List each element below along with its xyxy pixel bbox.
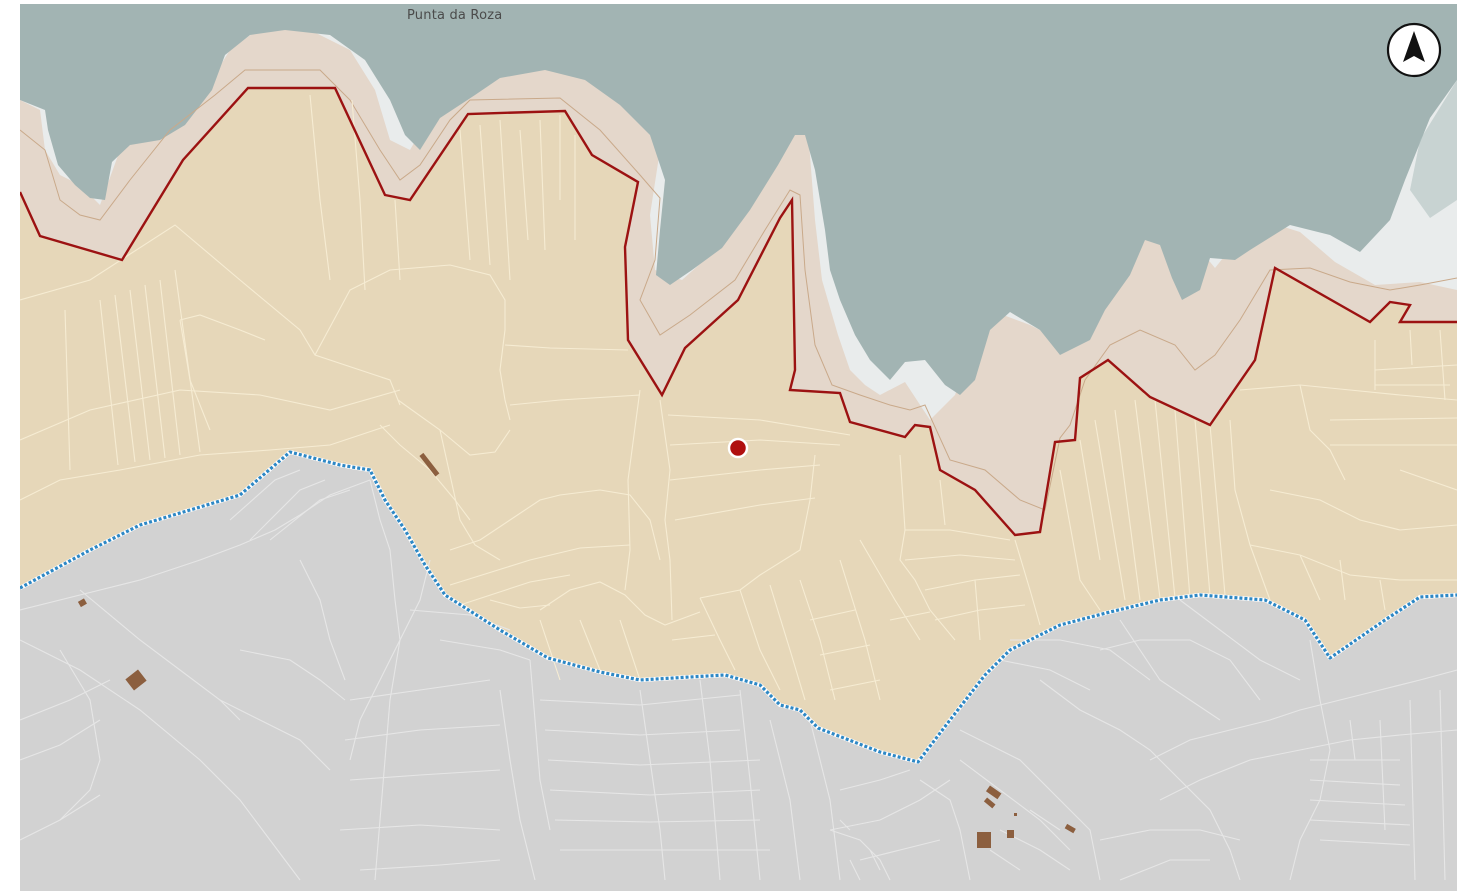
inland-parcel-lines [20, 469, 1457, 881]
coast-contour [20, 69, 1457, 511]
zone-limit-line[interactable] [20, 450, 1457, 764]
location-marker-icon[interactable] [727, 437, 749, 459]
map-canvas[interactable]: Punta da Roza [20, 4, 1457, 891]
buildings [77, 452, 1076, 848]
sea-shade [1410, 80, 1457, 218]
parcel-lines [20, 94, 1457, 701]
map-svg [20, 4, 1457, 891]
building [1064, 823, 1076, 834]
building [983, 797, 996, 809]
place-label-punta-da-roza: Punta da Roza [407, 8, 503, 23]
building [77, 598, 87, 608]
building [1014, 813, 1017, 816]
building [419, 452, 440, 477]
north-arrow-icon[interactable] [1386, 22, 1442, 78]
coastal-boundary-line[interactable] [20, 86, 1457, 537]
north-arrow-svg [1386, 22, 1442, 78]
sea-area [20, 4, 1457, 395]
building [985, 785, 1002, 800]
building [125, 669, 147, 691]
building [977, 832, 991, 848]
building [1007, 830, 1014, 838]
